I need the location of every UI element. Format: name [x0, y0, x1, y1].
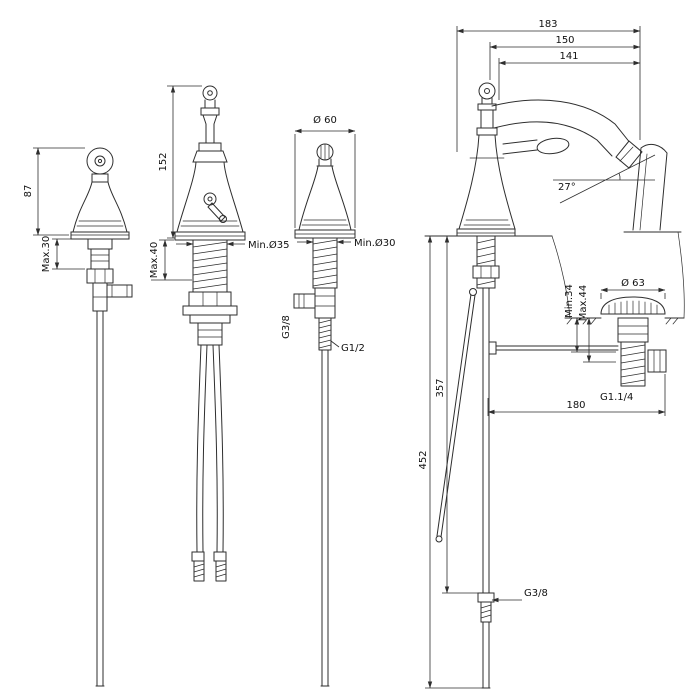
view-valve-side: 87 Max.30 [23, 147, 133, 687]
dimension-87: 87 [23, 147, 85, 236]
dimension-357: 357 [435, 235, 478, 594]
installed-faucet-body [456, 82, 643, 237]
spout [491, 99, 632, 157]
dimension-g38-inlet: G3/8 [281, 315, 292, 339]
dim-label-180: 180 [566, 400, 585, 411]
dim-label-d60: Ø 60 [313, 114, 337, 126]
installed-under-deck [435, 235, 619, 689]
side-inlet-fitting [293, 293, 316, 309]
drain-assembly [564, 296, 685, 387]
dim-label-min-d35: Min.Ø35 [248, 239, 290, 251]
dimension-d63: Ø 63 [600, 277, 666, 299]
valve-side-body [70, 147, 133, 687]
dimension-27deg: 27° [553, 154, 656, 204]
dim-label-max44: Max.44 [578, 285, 589, 322]
waste-flange [182, 305, 238, 316]
dim-label-d63: Ø 63 [621, 277, 645, 289]
dim-label-87: 87 [23, 185, 34, 198]
side-lever [502, 139, 538, 155]
bidet-outline [424, 143, 685, 319]
faucet-front-body [174, 85, 246, 582]
supply-tube [95, 310, 105, 687]
view-faucet-front: 152 Max.40 Min.Ø35 [149, 85, 290, 582]
dim-label-max30: Max.30 [41, 236, 52, 273]
valve-detail-body [293, 143, 356, 687]
supply-tube [320, 349, 330, 687]
dim-label-183: 183 [538, 19, 557, 30]
flexible-hoses [196, 344, 224, 553]
dimension-150: 150 [489, 35, 641, 80]
view-installed-side: 183 150 141 27° Min.34 Max.44 Ø 63 [418, 19, 685, 689]
dimension-180: 180 [487, 374, 666, 416]
front-handle-lever [207, 202, 226, 222]
dim-label-g38-hose: G3/8 [524, 588, 548, 599]
dimension-max30: Max.30 [41, 236, 85, 273]
dimension-141: 141 [498, 51, 641, 100]
dimension-g12: G1/2 [330, 340, 365, 354]
dim-label-452: 452 [418, 450, 429, 469]
dimension-452: 452 [418, 235, 482, 689]
dimension-183: 183 [456, 19, 641, 152]
dimension-g114: G1.1/4 [600, 392, 633, 403]
dimension-152: 152 [158, 85, 202, 239]
view-valve-detail: Ø 60 Min.Ø30 G3/8 G1/2 [281, 114, 396, 687]
pop-up-linkage [491, 345, 619, 351]
dim-label-min34: Min.34 [564, 284, 575, 318]
dim-label-min-d30: Min.Ø30 [354, 237, 396, 249]
dimension-max40: Max.40 [149, 239, 192, 281]
dimension-max44: Max.44 [578, 285, 616, 363]
drain-side-outlet [647, 349, 667, 373]
dim-label-g114: G1.1/4 [600, 392, 633, 403]
dimension-min-d30: Min.Ø30 [297, 237, 396, 249]
dim-label-141: 141 [559, 51, 578, 62]
dimension-g38-hose: G3/8 [491, 588, 548, 603]
dim-label-g12: G1/2 [341, 343, 365, 354]
lever-grip [536, 137, 570, 155]
dim-label-g38-inlet: G3/8 [281, 315, 292, 339]
pop-up-rod [436, 293, 476, 538]
dim-label-357: 357 [435, 378, 446, 397]
dimension-min34: Min.34 [564, 284, 616, 353]
dimension-d60: Ø 60 [294, 114, 356, 228]
dimension-min-d35: Min.Ø35 [176, 239, 290, 251]
front-handle-knob [203, 192, 217, 206]
dim-label-152: 152 [158, 152, 169, 171]
side-inlet-fitting [106, 284, 133, 298]
dim-label-150: 150 [555, 35, 574, 46]
threaded-shank [192, 239, 228, 293]
dim-label-27deg: 27° [558, 182, 576, 193]
dim-label-max40: Max.40 [149, 242, 160, 279]
